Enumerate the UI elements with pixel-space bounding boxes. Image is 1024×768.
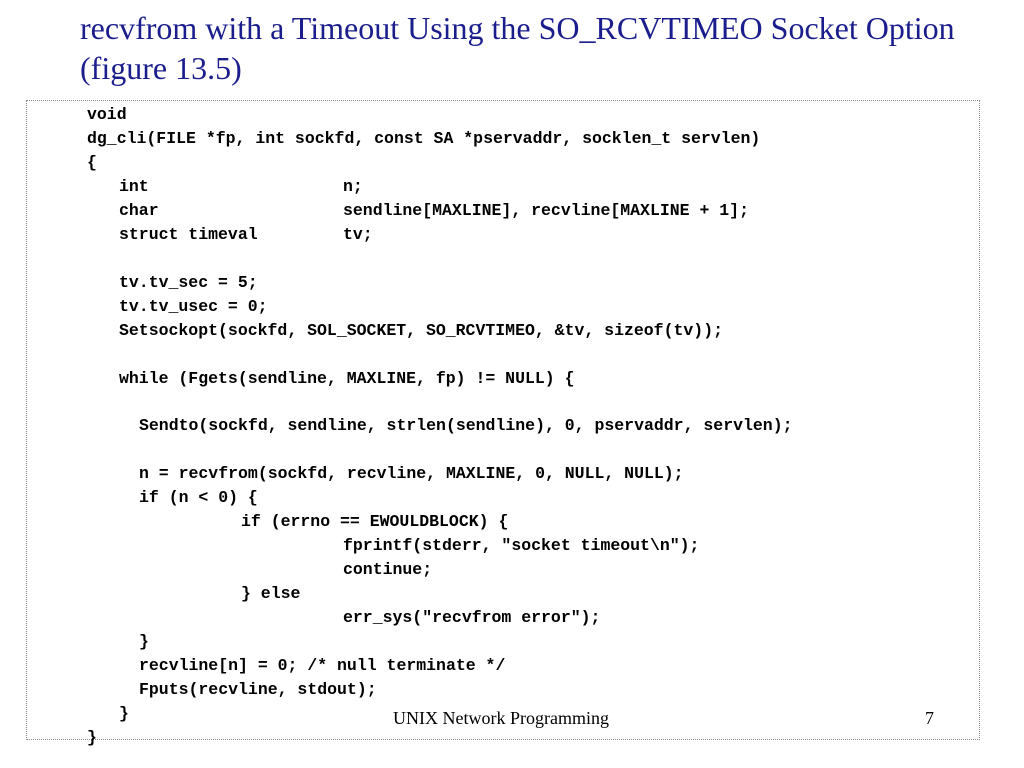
code-line: Fputs(recvline, stdout); bbox=[139, 680, 377, 699]
code-line: tv.tv_usec = 0; bbox=[119, 297, 268, 316]
code-line-var: tv; bbox=[343, 225, 373, 244]
code-line: void bbox=[87, 105, 127, 124]
code-line-type: char bbox=[119, 201, 159, 220]
code-line: if (n < 0) { bbox=[139, 488, 258, 507]
code-line-type: int bbox=[119, 177, 149, 196]
code-line: while (Fgets(sendline, MAXLINE, fp) != N… bbox=[119, 369, 575, 388]
code-line-type: struct timeval bbox=[119, 225, 258, 244]
code-line: tv.tv_sec = 5; bbox=[119, 273, 258, 292]
code-line: fprintf(stderr, "socket timeout\n"); bbox=[343, 536, 700, 555]
code-line: } bbox=[139, 632, 149, 651]
code-line: Sendto(sockfd, sendline, strlen(sendline… bbox=[139, 416, 793, 435]
code-line: err_sys("recvfrom error"); bbox=[343, 608, 601, 627]
code-line: n = recvfrom(sockfd, recvline, MAXLINE, … bbox=[139, 464, 684, 483]
page-number: 7 bbox=[925, 708, 934, 728]
code-listing-box bbox=[26, 100, 980, 740]
code-line: } bbox=[119, 704, 129, 723]
code-line: recvline[n] = 0; /* null terminate */ bbox=[139, 656, 506, 675]
code-line-var: sendline[MAXLINE], recvline[MAXLINE + 1]… bbox=[343, 201, 749, 220]
code-line: dg_cli(FILE *fp, int sockfd, const SA *p… bbox=[87, 129, 761, 148]
code-line-var: n; bbox=[343, 177, 363, 196]
code-line: Setsockopt(sockfd, SOL_SOCKET, SO_RCVTIM… bbox=[119, 321, 723, 340]
code-line: { bbox=[87, 153, 97, 172]
code-line: } else bbox=[241, 584, 301, 603]
footer-title: UNIX Network Programming bbox=[393, 708, 609, 728]
code-line: } bbox=[87, 728, 97, 747]
slide-title: recvfrom with a Timeout Using the SO_RCV… bbox=[80, 10, 955, 86]
code-line: continue; bbox=[343, 560, 433, 579]
code-line: if (errno == EWOULDBLOCK) { bbox=[241, 512, 509, 531]
